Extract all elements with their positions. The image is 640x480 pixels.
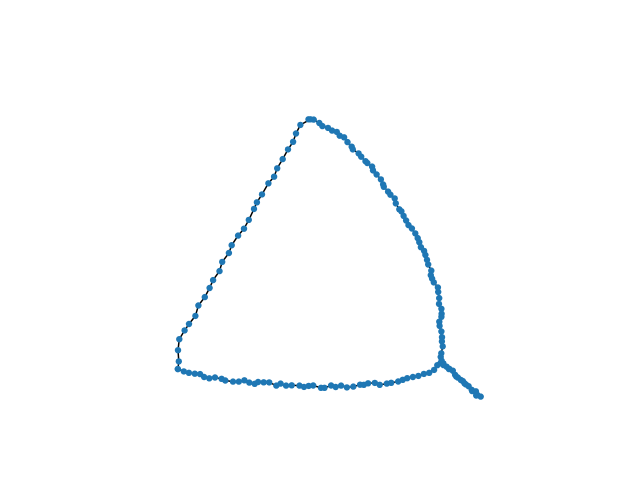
graph-node (332, 383, 339, 391)
graph-nodes (174, 116, 484, 400)
graph-node (297, 121, 304, 129)
graph-node (425, 261, 432, 268)
graph-node (321, 384, 328, 391)
graph-node (258, 191, 266, 198)
graph-node (185, 320, 193, 328)
graph-node (380, 183, 387, 190)
graph-node (176, 336, 183, 343)
graph-node (438, 338, 446, 345)
graph-node (222, 377, 229, 384)
graph-node (415, 372, 422, 380)
graph-node (310, 382, 317, 389)
graph-node (388, 379, 395, 386)
graph-node (404, 375, 411, 382)
graph-node (377, 176, 385, 183)
graph-node (409, 373, 417, 381)
graph-node (282, 382, 290, 389)
graph-node (438, 305, 445, 312)
graph-node (201, 293, 208, 301)
graph-node (174, 347, 182, 354)
graph-node (288, 382, 295, 389)
graph-node (228, 242, 235, 249)
graph-node (206, 375, 213, 382)
graph-node (426, 369, 433, 376)
graph-node (391, 195, 398, 202)
graph-node (373, 171, 380, 178)
graph-node (369, 167, 377, 174)
graph-node (420, 370, 428, 378)
graph-node (319, 122, 326, 130)
graph-node (181, 327, 188, 334)
graph-node (245, 216, 252, 224)
graph-node (174, 365, 181, 373)
graph-node (192, 312, 199, 320)
graph-node (284, 146, 292, 153)
graph-node (250, 205, 258, 213)
graph-node (416, 239, 423, 246)
graph-node (439, 343, 446, 350)
graph-node (254, 378, 262, 386)
graph-node (240, 225, 248, 232)
graph-node (387, 191, 394, 198)
graph-node (435, 300, 443, 308)
graph-node (229, 378, 237, 385)
graph-node (216, 267, 223, 275)
graph-node (349, 146, 356, 153)
graph-node (337, 382, 345, 389)
graph-node (209, 276, 217, 284)
graph-node (435, 288, 442, 296)
graph-node (376, 381, 383, 388)
graph-node (408, 225, 416, 232)
graph-node (430, 279, 437, 286)
graph-node (340, 134, 348, 141)
graph-node (274, 165, 281, 172)
graph-node (265, 180, 272, 187)
graph-node (307, 116, 314, 123)
graph-node (436, 322, 443, 330)
graph-node (200, 373, 208, 381)
graph-node (279, 155, 286, 163)
graph-node (180, 368, 187, 375)
graph-node (358, 153, 365, 160)
graph-node (364, 380, 372, 387)
graph-node (241, 377, 248, 384)
graph-node (277, 380, 284, 387)
graph-node (234, 232, 242, 239)
graph-node (371, 379, 378, 387)
graph-node (422, 251, 429, 259)
graph-node (225, 249, 233, 257)
graph-node (343, 384, 351, 391)
graph-node (430, 366, 438, 374)
graph-node (175, 358, 182, 365)
graph-node (270, 173, 278, 180)
graph-node (195, 302, 202, 309)
graph-node (392, 200, 399, 207)
graph-node (246, 379, 253, 386)
graph-node (434, 362, 441, 369)
graph-node (412, 230, 419, 237)
graph-node (266, 379, 273, 386)
graph-node (211, 374, 219, 381)
graph-node (253, 199, 261, 206)
graph-node (260, 379, 267, 386)
graph-node (206, 284, 213, 292)
graph-node (350, 383, 357, 390)
graph-node (438, 313, 445, 320)
graph-node (477, 393, 484, 400)
graph-node (289, 138, 297, 145)
graph-node (185, 369, 193, 376)
graph-node (438, 328, 445, 335)
graph-node (219, 258, 226, 266)
graph-node (436, 294, 443, 302)
graph-edges (177, 118, 482, 398)
graph-node (191, 370, 198, 377)
graph-node (292, 130, 300, 137)
graph-node (235, 378, 242, 385)
graph-node (364, 159, 371, 167)
graph-node (344, 138, 351, 146)
